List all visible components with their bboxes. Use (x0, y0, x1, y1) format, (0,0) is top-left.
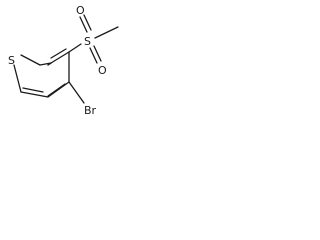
thiophene-sulfur-label: S (8, 54, 15, 67)
bond-c4-c5 (20, 91, 49, 98)
bromine-label: Br (84, 104, 97, 117)
bond-c3-c4-inner (47, 83, 66, 97)
oxygen-top-label: O (76, 4, 85, 17)
bond-c3-br (68, 81, 85, 104)
bond-c5-s1-ring (13, 64, 22, 93)
bond-c4-c5-inner (22, 87, 44, 93)
bond-so2-methyl (94, 26, 119, 39)
sulfonyl-sulfur-label: S (84, 35, 91, 48)
bond-so2-oxygen-top-b (83, 14, 92, 31)
bond-so2-oxygen-top-a (79, 16, 88, 33)
structure-diagram: S S O O Br (8, 4, 119, 117)
bond-so2-oxygen-bottom-b (93, 45, 102, 62)
bond-s1-c2 (20, 54, 41, 66)
bond-s1-c2-ring (39, 62, 52, 66)
bond-c3-c4 (47, 81, 70, 98)
bond-so2-oxygen-bottom-a (89, 47, 98, 64)
bond-c2-so2 (68, 43, 82, 53)
oxygen-bottom-label: O (98, 64, 107, 77)
bond-c2-c3-double (50, 48, 67, 59)
bond-c2-c3-single (50, 51, 70, 64)
